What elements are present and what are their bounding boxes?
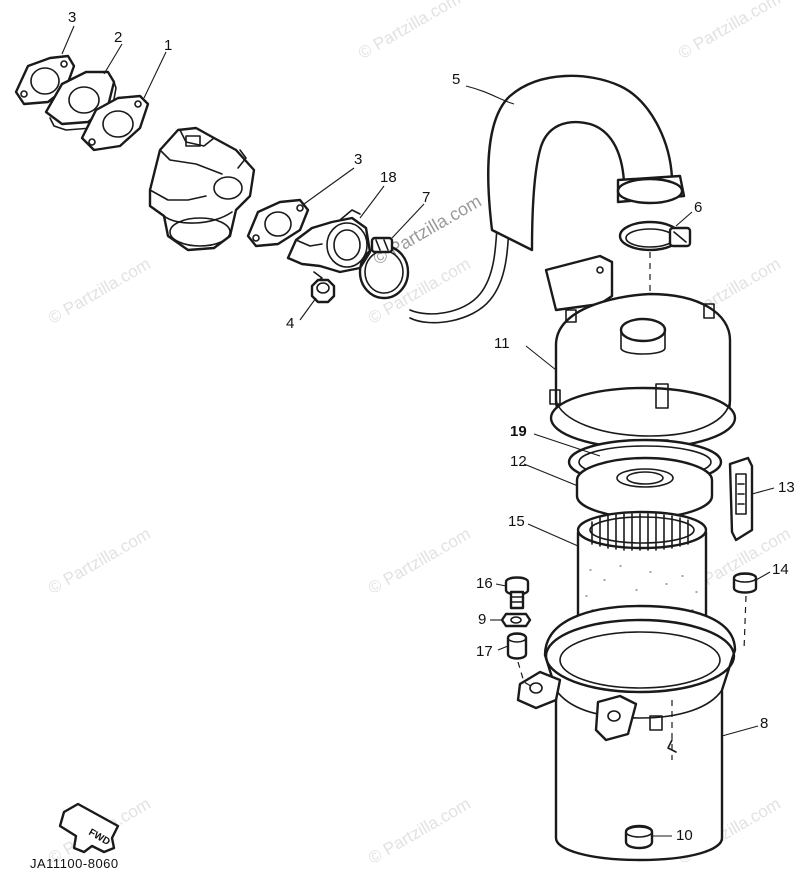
gasket-part-3-lower — [246, 198, 310, 248]
nut-part-9 — [500, 612, 532, 628]
callout-7[interactable]: 7 — [422, 189, 431, 206]
hose-clamp-part-6 — [618, 220, 692, 320]
callout-17[interactable]: 17 — [476, 643, 493, 660]
callout-9[interactable]: 9 — [478, 611, 487, 628]
callout-5[interactable]: 5 — [452, 71, 461, 88]
hose-clamp-part-7 — [358, 236, 410, 300]
callout-11[interactable]: 11 — [494, 335, 510, 352]
callout-3-top[interactable]: 3 — [68, 9, 77, 26]
cap-part-14 — [732, 572, 758, 594]
gasket-part-1 — [80, 94, 150, 152]
callout-6[interactable]: 6 — [694, 199, 703, 216]
callout-4[interactable]: 4 — [286, 315, 295, 332]
air-cleaner-case-part-8 — [516, 595, 747, 862]
callout-18[interactable]: 18 — [380, 169, 397, 186]
bolt-part-16 — [504, 576, 530, 610]
callout-14[interactable]: 14 — [772, 561, 789, 578]
intake-hose-part-5 — [487, 74, 686, 252]
drain-plug-part-10 — [624, 824, 654, 850]
nut-part-4 — [310, 271, 336, 304]
callout-1[interactable]: 1 — [164, 37, 173, 54]
carburetor-joint-part-18 — [286, 209, 372, 274]
callout-10[interactable]: 10 — [676, 827, 693, 844]
air-cleaner-cap-part-11 — [544, 254, 737, 455]
callout-15[interactable]: 15 — [508, 513, 525, 530]
callout-12[interactable]: 12 — [510, 453, 527, 470]
callout-19[interactable]: 19 — [510, 423, 527, 440]
callout-13[interactable]: 13 — [778, 479, 795, 496]
fwd-arrow-icon — [58, 802, 120, 854]
callout-16[interactable]: 16 — [476, 575, 493, 592]
callout-3-mid[interactable]: 3 — [354, 151, 363, 168]
drawing-code: JA11100-8060 — [30, 856, 119, 871]
carburetor — [148, 126, 256, 252]
callout-2[interactable]: 2 — [114, 29, 123, 46]
leader-lines — [61, 25, 775, 837]
collar-part-17 — [506, 632, 535, 689]
callout-8[interactable]: 8 — [760, 715, 769, 732]
indicator-part-13 — [728, 456, 754, 542]
element-cover-part-12 — [575, 456, 714, 520]
